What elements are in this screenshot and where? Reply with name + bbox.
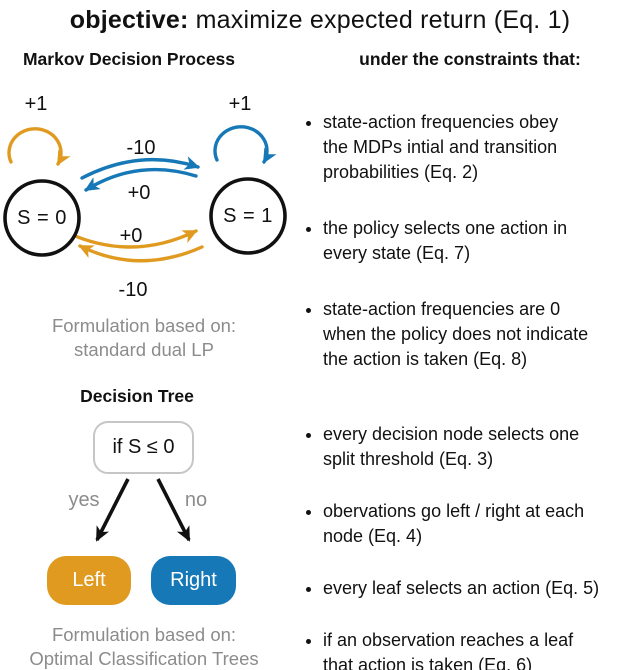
- constraints-heading: under the constraints that:: [359, 49, 581, 69]
- reward-orange-to-s0-label: -10: [119, 279, 148, 301]
- mdp-formulation-note: Formulation based on: standard dual LP: [51, 315, 237, 360]
- branch-no-label: no: [184, 489, 208, 511]
- objective-title-rest: maximize expected return (Eq. 1): [188, 6, 571, 34]
- self-loop-s0-orange: [7, 127, 71, 166]
- state-s1-label: S = 1: [223, 205, 273, 227]
- self-loop-s1-blue: [213, 125, 277, 164]
- reward-blue-to-s1-label: -10: [127, 137, 156, 159]
- tree-branch-arrows: [95, 478, 191, 542]
- tree-formulation-note: Formulation based on: Optimal Classifica…: [29, 624, 259, 669]
- reward-blue-to-s0-label: +0: [128, 182, 151, 204]
- state-s0-label: S = 0: [17, 207, 67, 229]
- tree-heading: Decision Tree: [80, 386, 194, 406]
- leaf-right: Right: [151, 556, 236, 605]
- leaf-left: Left: [47, 556, 131, 605]
- edge-s0-to-s1-blue: [80, 156, 200, 180]
- reward-orange-to-s1-label: +0: [120, 225, 143, 247]
- edge-s1-to-s0-blue: [84, 167, 198, 192]
- constraint-item: every decision node selects one split th…: [323, 422, 624, 472]
- constraint-item: the policy selects one action in every s…: [323, 216, 624, 266]
- edge-s0-to-s1-orange: [66, 229, 198, 249]
- objective-title-bold: objective:: [69, 6, 189, 34]
- state-s1-circle: [209, 177, 287, 255]
- objective-title: objective: maximize expected return (Eq.…: [0, 6, 640, 35]
- reward-self-s0-label: +1: [25, 93, 48, 115]
- tree-split-node: if S ≤ 0: [93, 421, 194, 474]
- mdp-diagram: S = 0 S = 1 +1 +1 -10 +0 +0 -10: [3, 93, 287, 301]
- constraint-item: state-action frequencies obey the MDPs i…: [323, 110, 624, 185]
- edge-s1-to-s0-orange: [78, 244, 204, 263]
- reward-self-s1-label: +1: [229, 93, 252, 115]
- constraints-list: state-action frequencies obey the MDPs i…: [299, 110, 624, 670]
- constraint-item: every leaf selects an action (Eq. 5): [323, 576, 624, 601]
- mdp-heading: Markov Decision Process: [22, 49, 236, 69]
- constraint-item: state-action frequencies are 0 when the …: [323, 297, 624, 372]
- branch-no-arrow: [156, 478, 191, 542]
- constraint-item: obervations go left / right at each node…: [323, 499, 624, 549]
- branch-yes-arrow: [95, 478, 130, 542]
- constraint-item: if an observation reaches a leaf that ac…: [323, 628, 624, 670]
- branch-yes-label: yes: [68, 489, 100, 511]
- state-s0-circle: [3, 179, 81, 257]
